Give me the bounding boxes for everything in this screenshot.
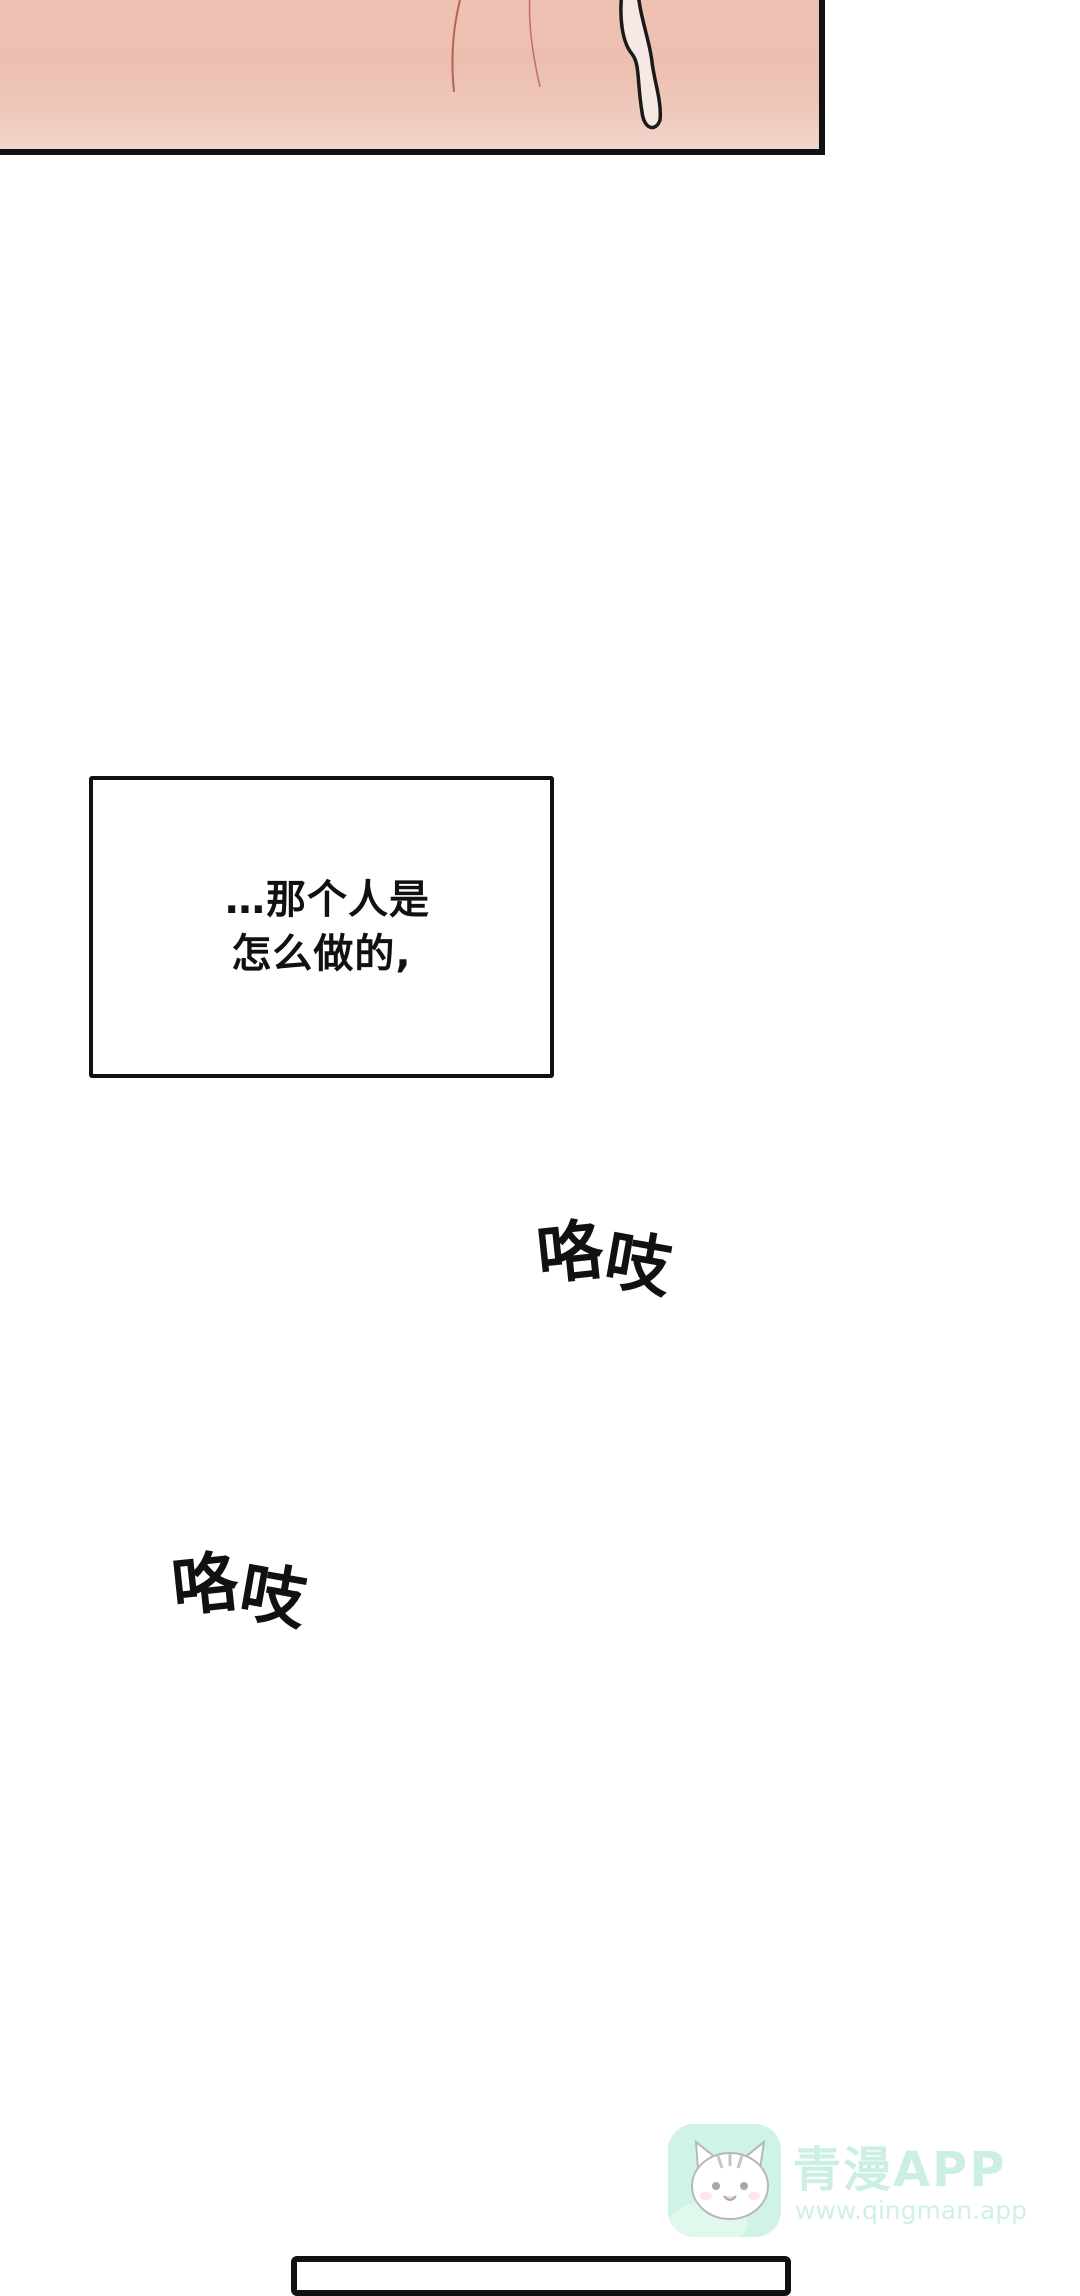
narration-box: …那个人是 怎么做的,	[89, 776, 554, 1078]
sfx-char: 咯	[168, 1542, 242, 1627]
sfx-char: 咯	[533, 1210, 607, 1295]
narration-line-1: …那个人是	[225, 877, 430, 923]
panel-artwork	[451, 0, 663, 130]
bottom-comic-panel	[291, 2256, 791, 2296]
sound-effect-creak-2: 咯吱	[168, 1543, 312, 1640]
sfx-char: 吱	[233, 1552, 313, 1640]
sfx-char: 吱	[598, 1220, 678, 1308]
sound-effect-creak-1: 咯吱	[533, 1211, 677, 1308]
watermark-title: 青漫APP	[793, 2142, 1007, 2198]
cat-icon	[668, 2124, 781, 2237]
watermark: 青漫APP www.qingman.app	[668, 2124, 1048, 2239]
top-comic-panel	[0, 0, 825, 155]
watermark-url: www.qingman.app	[795, 2196, 1028, 2225]
narration-line-2: 怎么做的,	[231, 931, 412, 977]
